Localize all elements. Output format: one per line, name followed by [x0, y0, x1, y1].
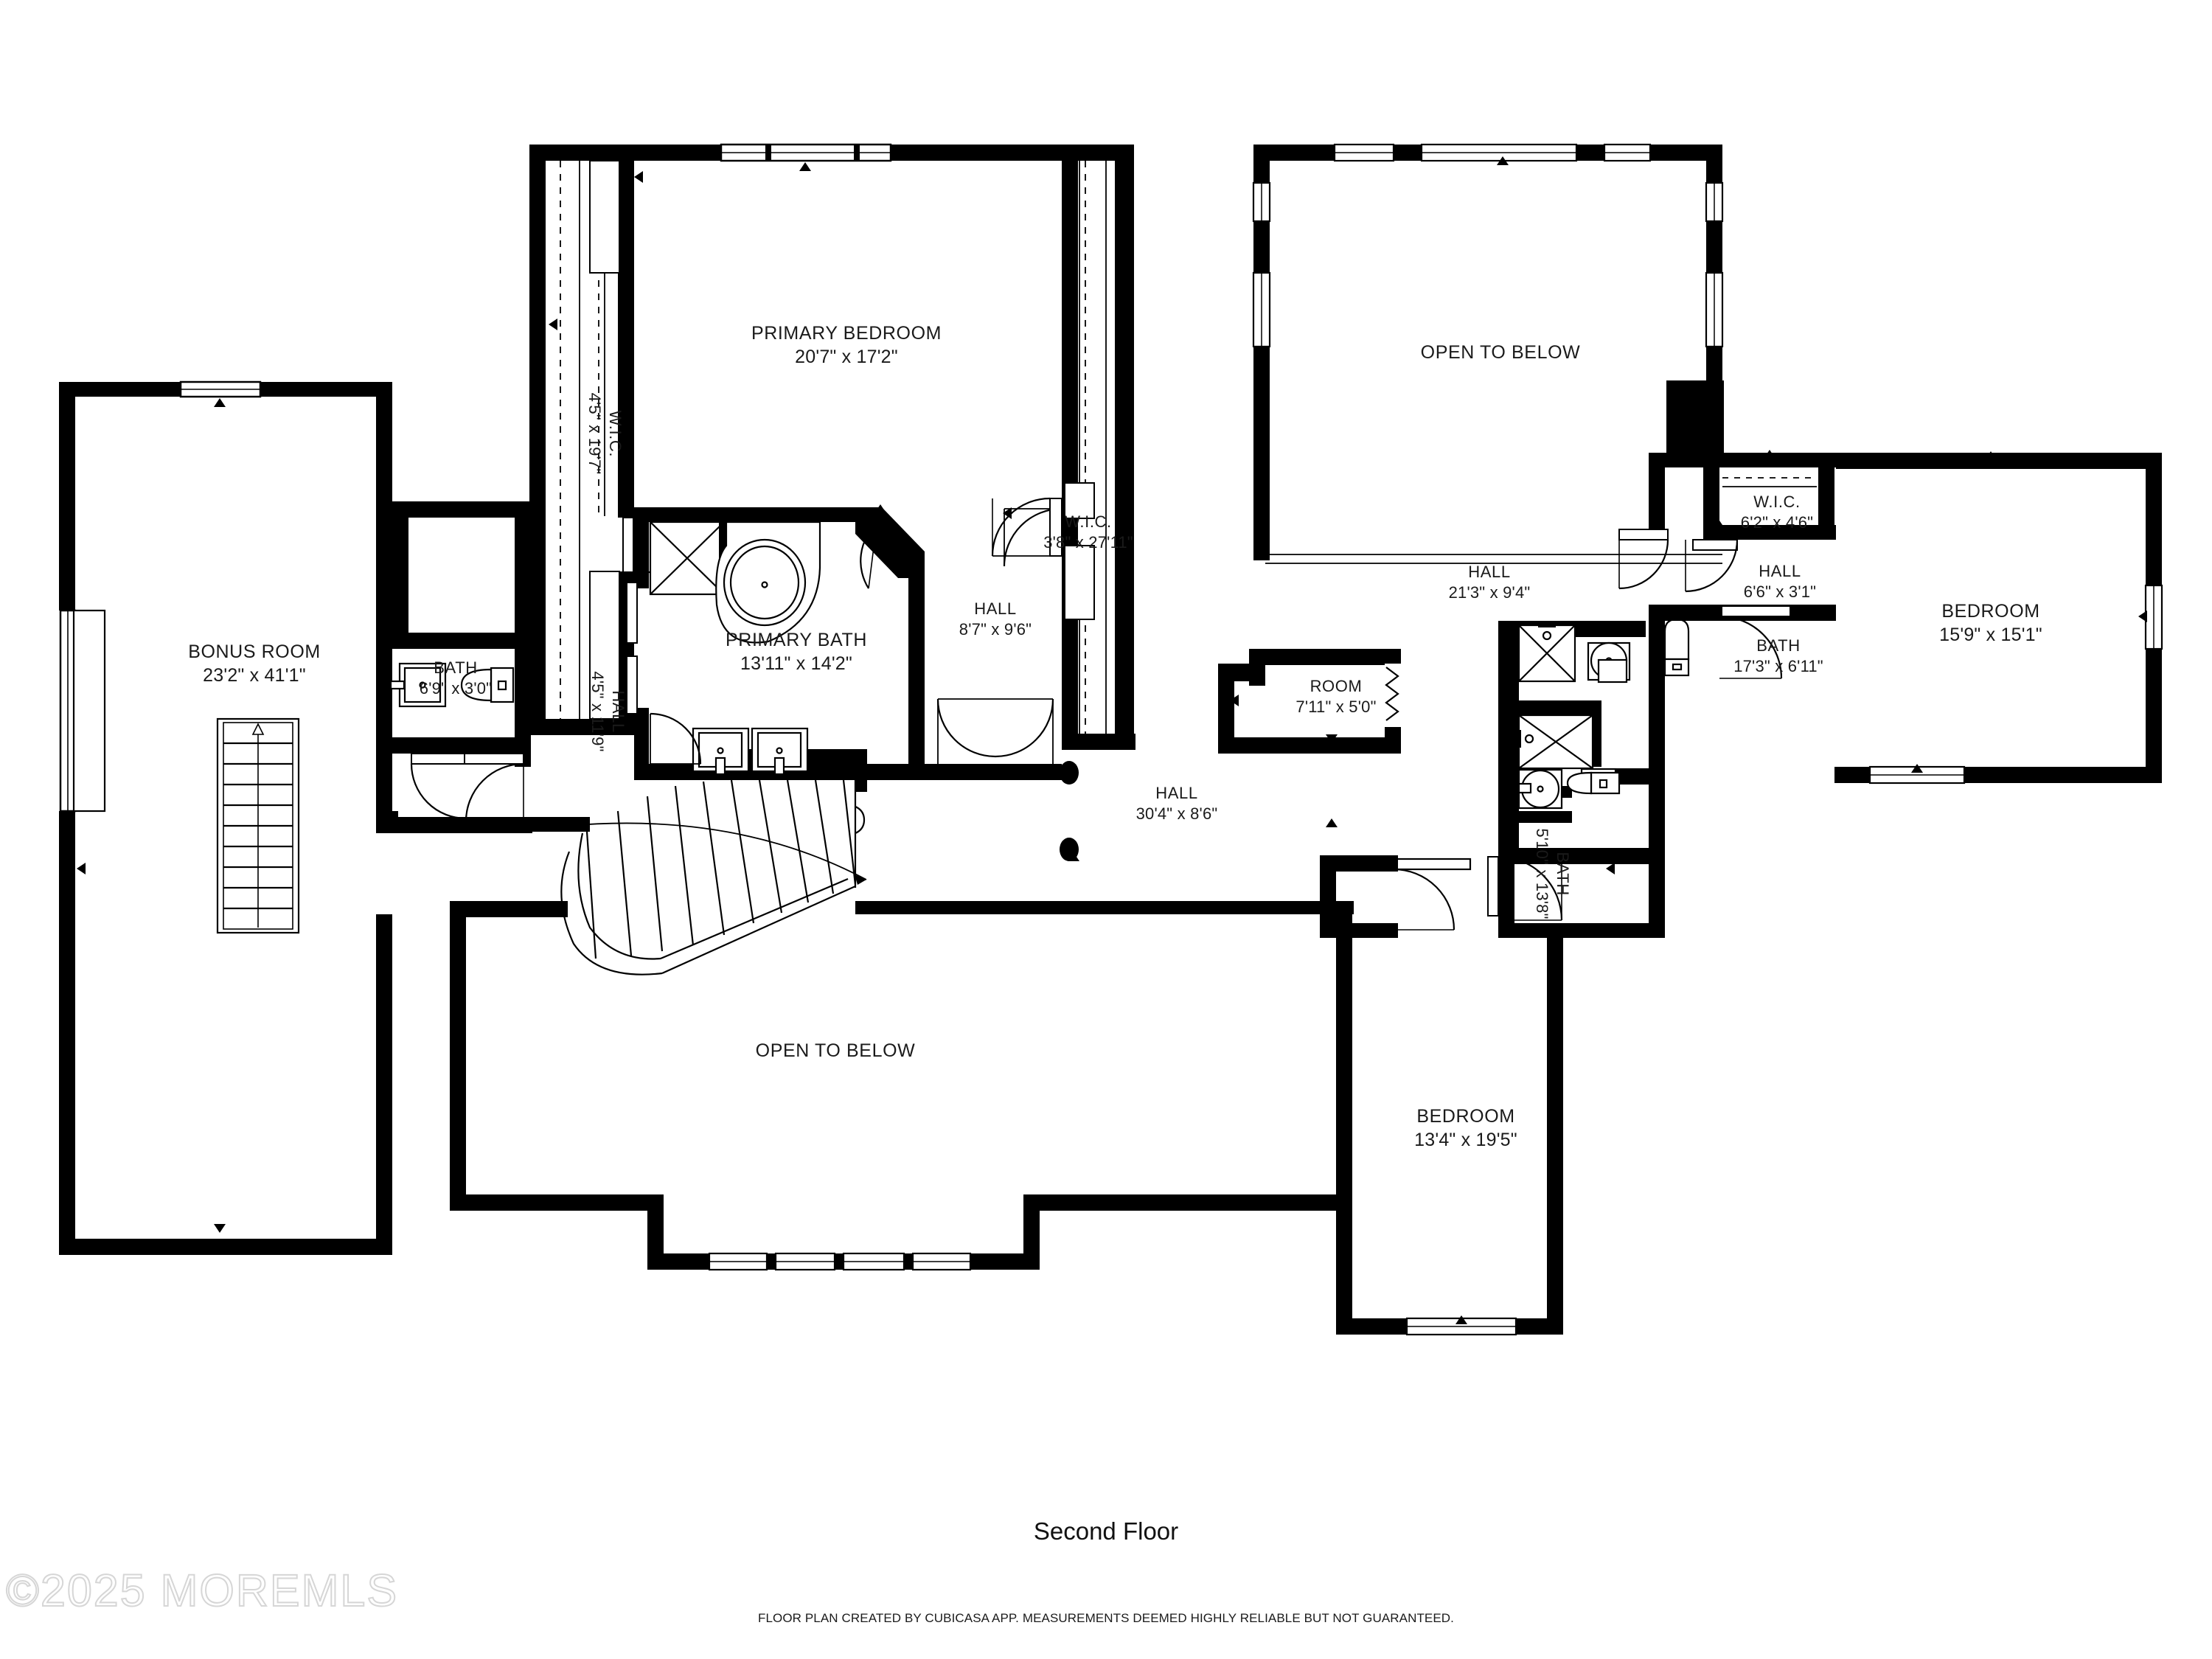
floor-title: Second Floor [1033, 1517, 1179, 1545]
bonus-room-walls [59, 382, 392, 1255]
hall-upper-left-walls [925, 764, 1062, 780]
shower-primary-bath [649, 521, 726, 596]
room-small-walls [1218, 649, 1401, 754]
door-wic-long [991, 497, 1062, 557]
door-bath-bonus [410, 753, 468, 820]
shower-bath-right-upper [1517, 624, 1576, 683]
hall-guide-lines [1265, 554, 1722, 564]
windows-open-to-below-lower [708, 1252, 972, 1271]
hall-strip-door-marks [626, 582, 638, 714]
bonus-left-alcove [72, 609, 106, 813]
closet-lower-bath [1392, 858, 1472, 931]
closet-rod-right-wic [1722, 477, 1817, 487]
wic-long-shelf [1064, 482, 1095, 620]
staircase-bonus [216, 717, 300, 934]
door-right-bath [1719, 605, 1791, 679]
open-to-below-upper-walls [1253, 145, 1724, 560]
closet-shelf-primary [589, 160, 620, 720]
window-primary-bedroom-top [720, 143, 892, 162]
windows-open-to-below-sides [1252, 181, 1724, 348]
window-bonus-top [179, 380, 262, 398]
mls-watermark: ©2025 MOREMLS [5, 1565, 399, 1616]
window-bedroom-lower [1405, 1317, 1517, 1336]
curved-staircase [560, 779, 867, 975]
shower-bath-right-lower [1517, 714, 1594, 770]
door-hall-bonus [464, 753, 524, 822]
door-primary-bath [650, 712, 702, 765]
toilet-bath-bonus [460, 667, 515, 703]
door-primary-bath-corner [860, 523, 877, 589]
sink-bath-bonus [389, 662, 447, 708]
right-wic-walls [1649, 453, 1870, 540]
dimension-arrow-marks [77, 156, 2147, 1324]
wic-long-strip [1079, 161, 1107, 745]
windows-open-to-below-top [1333, 143, 1652, 162]
bathtub-primary [715, 521, 821, 644]
bedroom-lower-walls [1336, 907, 1563, 1335]
bath-lower-walls [1320, 855, 1665, 938]
vanity-primary-bath [692, 727, 809, 776]
door-bath-lower [1487, 855, 1563, 921]
sink-bath-right-lower [1517, 768, 1563, 810]
plan-disclaimer: FLOOR PLAN CREATED BY CUBICASA APP. MEAS… [757, 1611, 1455, 1625]
toilet-bath-right-upper [1597, 618, 1690, 684]
closet-double-door-hall [936, 698, 1054, 764]
door-right-closet [1618, 529, 1669, 590]
primary-bedroom-walls [529, 145, 1135, 750]
window-bedroom-right-east [2144, 584, 2163, 650]
toilet-bath-right-lower [1566, 768, 1621, 795]
newel-post-markers [1060, 761, 1079, 861]
bonus-hall-connector [376, 817, 590, 936]
door-right-wic [1685, 539, 1739, 593]
vent-room-small [1385, 664, 1401, 727]
